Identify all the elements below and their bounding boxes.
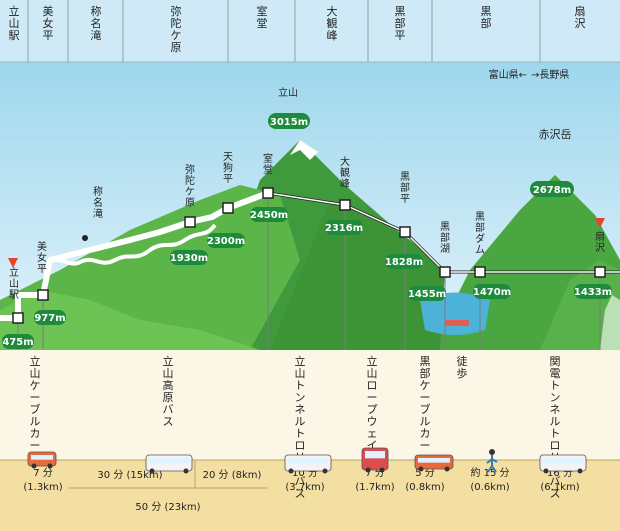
elevation-badges: 475m 977m 1930m 2300m 2450m 2316m 1828m 1455m 14… <box>2 207 612 349</box>
stop-marker-kurobeko <box>439 266 451 278</box>
route-lines <box>0 190 620 321</box>
time-band <box>0 460 620 531</box>
elevation-text-tateyama-eki: 475m <box>2 337 33 348</box>
stop-marker-kurobedaira <box>399 226 411 238</box>
header-station-murodo: 室堂 <box>257 4 268 30</box>
transport-distance-ropeway: (1.7km) <box>355 482 394 493</box>
transport-label-cable-car-2: 黒部ケーブルカー <box>420 355 431 452</box>
transport-label-kogen-bus: 立山高原バス <box>163 354 174 428</box>
elevation-text-bijodaira: 977m <box>34 313 65 324</box>
peak-akazawadake-name: 赤沢岳 <box>539 127 572 141</box>
stop-label-tateyama-eki: 立山駅 <box>9 266 19 301</box>
walker-icon <box>489 449 495 455</box>
peak-tateyama-name: 立山 <box>278 86 298 99</box>
elevation-badge-bijodaira <box>34 310 66 325</box>
kurobe-lake <box>420 292 490 335</box>
stop-label-murodo: 室堂 <box>263 152 273 176</box>
transport-distance-cable-car-1: (1.3km) <box>23 482 62 493</box>
elevation-badge-murodo <box>250 207 288 222</box>
transport-time-cable-car-1: 7 分 <box>33 467 53 479</box>
stop-marker-bijodaira <box>37 289 49 301</box>
header-station-ogizawa: 扇沢 <box>575 4 586 30</box>
prefecture-toyama: 富山県← <box>489 68 527 81</box>
elevation-text-midagahara: 1930m <box>170 253 208 264</box>
bus-segment-time-1: 20 分 (8km) <box>203 469 262 481</box>
start-marker-icon <box>8 258 18 268</box>
vehicle-icons <box>27 447 587 474</box>
stop-label-midagahara: 弥陀ケ原 <box>185 163 195 209</box>
stop-marker-midagahara <box>184 216 196 228</box>
elevation-text-kurobedaira: 1828m <box>385 257 423 268</box>
stop-label-kurobedamu: 黒部ダム <box>475 211 485 256</box>
header-station-midagahara: 弥陀ケ原 <box>171 4 182 54</box>
header-dividers <box>27 0 541 62</box>
stop-marker-tengudaira <box>222 202 234 214</box>
stop-label-shomyodaki: 称名滝 <box>93 185 103 220</box>
header-station-kurobe: 黒部 <box>481 5 492 30</box>
elevation-badge-midagahara <box>170 250 208 265</box>
stop-label-ogizawa: 扇沢 <box>595 230 605 254</box>
elevation-text-ogizawa: 1433m <box>574 287 612 298</box>
header-station-kurobedaira: 黒部平 <box>395 5 406 42</box>
header-station-shomyodaki: 称名滝 <box>91 4 102 42</box>
elevation-badge-tengudaira <box>207 233 245 248</box>
stop-label-kurobeko: 黒部湖 <box>440 221 450 255</box>
stop-marker-daikanbo <box>339 199 351 211</box>
stop-marker-murodo <box>262 187 274 199</box>
transport-distance-walk: (0.6km) <box>470 482 509 493</box>
header-band <box>0 0 620 62</box>
stop-label-bijodaira: 美女平 <box>37 240 47 275</box>
peak-tateyama-elevation: 3015m <box>270 117 308 128</box>
stop-label-tengudaira: 天狗平 <box>223 152 233 185</box>
elevation-text-tengudaira: 2300m <box>207 236 245 247</box>
transport-label-walk: 徒歩 <box>457 354 468 380</box>
stop-marker-shomyodaki <box>82 235 88 241</box>
peak-akazawadake-elevation: 2678m <box>533 185 571 196</box>
elevation-badge-kurobedamu <box>473 284 511 299</box>
peak-tateyama-elevation-badge <box>268 113 310 129</box>
header-station-daikanbo: 大観峰 <box>327 4 338 42</box>
transport-distance-cable-car-2: (0.8km) <box>405 482 444 493</box>
end-marker-icon <box>595 218 605 228</box>
header-station-bijodaira: 美女平 <box>43 5 54 42</box>
peak-akazawadake-elevation-badge <box>530 181 574 197</box>
transport-time-kogen-bus: 50 分 (23km) <box>135 501 200 513</box>
stop-marker-tateyama-eki <box>12 312 24 324</box>
elevation-text-daikanbo: 2316m <box>325 223 363 234</box>
header-station-labels: 立山駅 美女平 称名滝 弥陀ケ原 室堂 大観峰 黒部平 黒部 扇沢 <box>9 4 586 54</box>
elevation-badge-daikanbo <box>325 220 363 235</box>
elevation-badge-tateyama-eki <box>2 334 34 349</box>
stop-marker-kurobedamu <box>474 266 486 278</box>
prefecture-nagano: →長野県 <box>531 69 569 81</box>
transport-label-cable-car-1: 立山ケーブルカー <box>30 354 41 452</box>
stop-marker-ogizawa <box>594 266 606 278</box>
elevation-text-kurobedamu: 1470m <box>473 287 511 298</box>
transport-label-ropeway: 立山ロープウェイ <box>367 354 378 452</box>
transport-distance-kanden-trolley: (6.1km) <box>540 482 579 493</box>
bus-segment-time-0: 30 分 (15km) <box>97 469 162 481</box>
transport-time-walk: 約 15 分 <box>470 466 509 479</box>
transport-distance-tunnel-trolley-1: (3.7km) <box>285 482 324 493</box>
stop-label-daikanbo: 大観峰 <box>340 155 350 190</box>
header-station-tateyama-eki: 立山駅 <box>9 4 20 42</box>
sightseeing-boat <box>445 320 469 326</box>
elevation-badge-ogizawa <box>574 284 612 299</box>
transport-band <box>0 350 620 460</box>
elevation-badge-kurobedaira <box>385 254 423 269</box>
elevation-badge-kurobeko <box>408 286 446 301</box>
stop-label-kurobedaira: 黒部平 <box>400 171 410 205</box>
elevation-text-kurobeko: 1455m <box>408 289 446 300</box>
elevation-text-murodo: 2450m <box>250 210 288 221</box>
